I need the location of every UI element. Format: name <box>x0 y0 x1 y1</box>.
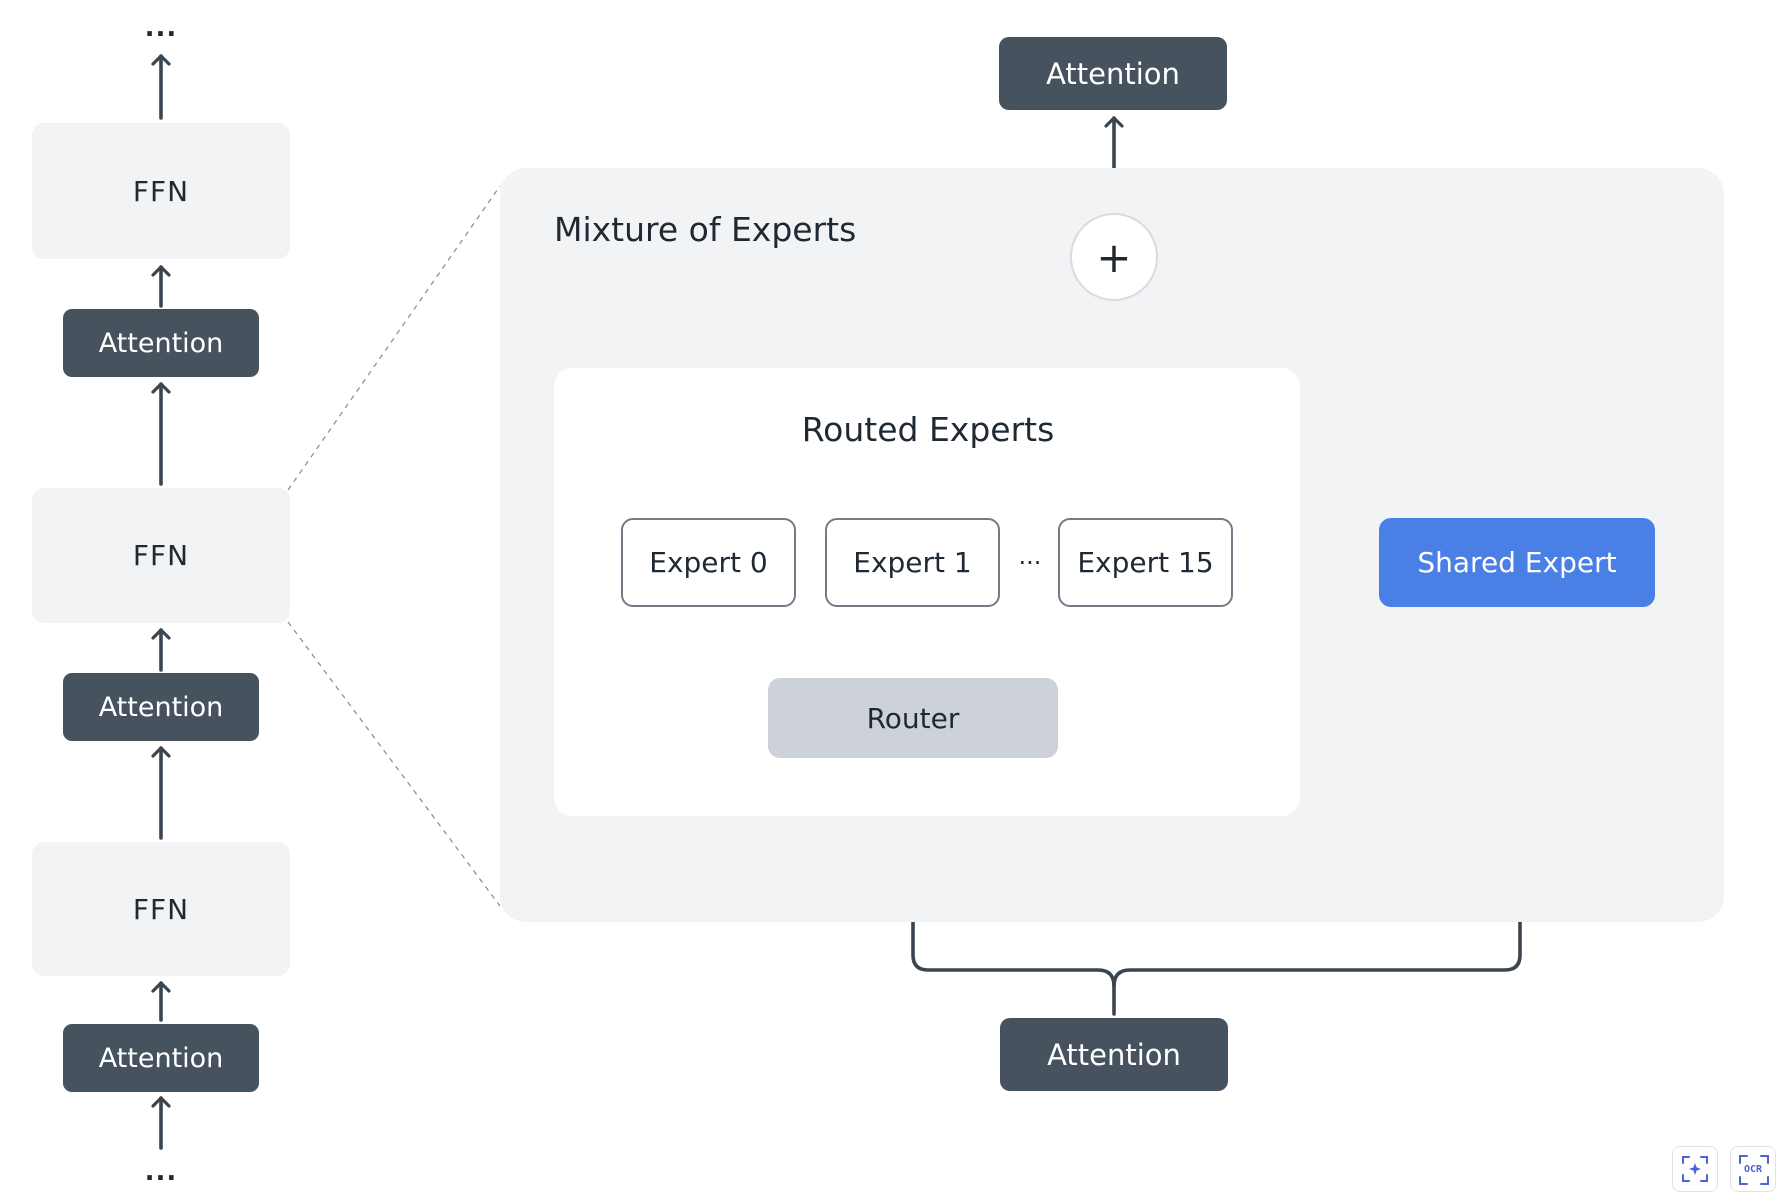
attention-block-middle: Attention <box>63 673 259 741</box>
sum-combine-node: + <box>1070 213 1158 301</box>
ffn-block-bottom: FFN <box>32 842 290 976</box>
top-attention-node: Attention <box>999 37 1227 110</box>
smart-scan-icon[interactable] <box>1672 1146 1718 1192</box>
smart-scan-glyph <box>1682 1156 1708 1182</box>
experts-ellipsis: ··· <box>1018 549 1042 577</box>
ffn-block-top: FFN <box>32 123 290 259</box>
ffn-block-middle: FFN <box>32 488 290 623</box>
bottom-attention-node: Attention <box>1000 1018 1228 1091</box>
router-node: Router <box>768 678 1058 758</box>
attention-block-lower: Attention <box>63 1024 259 1092</box>
attention-block-upper: Attention <box>63 309 259 377</box>
ocr-frame-glyph <box>1739 1155 1769 1185</box>
expert-15-node: Expert 15 <box>1058 518 1233 607</box>
left-stack-top-ellipsis: ... <box>144 13 178 43</box>
ocr-label: OCR <box>1743 1163 1763 1175</box>
moe-title: Mixture of Experts <box>554 210 857 249</box>
shared-expert-node: Shared Expert <box>1379 518 1655 607</box>
arrow-attention-to-shared <box>1112 614 1530 988</box>
zoom-guide-bottom <box>287 621 501 907</box>
expert-0-node: Expert 0 <box>621 518 796 607</box>
expert-1-node: Expert 1 <box>825 518 1000 607</box>
zoom-guide-top <box>287 185 501 491</box>
left-stack-bottom-ellipsis: ... <box>144 1157 178 1187</box>
routed-experts-title: Routed Experts <box>801 409 1055 449</box>
ocr-icon[interactable]: OCR <box>1730 1146 1776 1192</box>
